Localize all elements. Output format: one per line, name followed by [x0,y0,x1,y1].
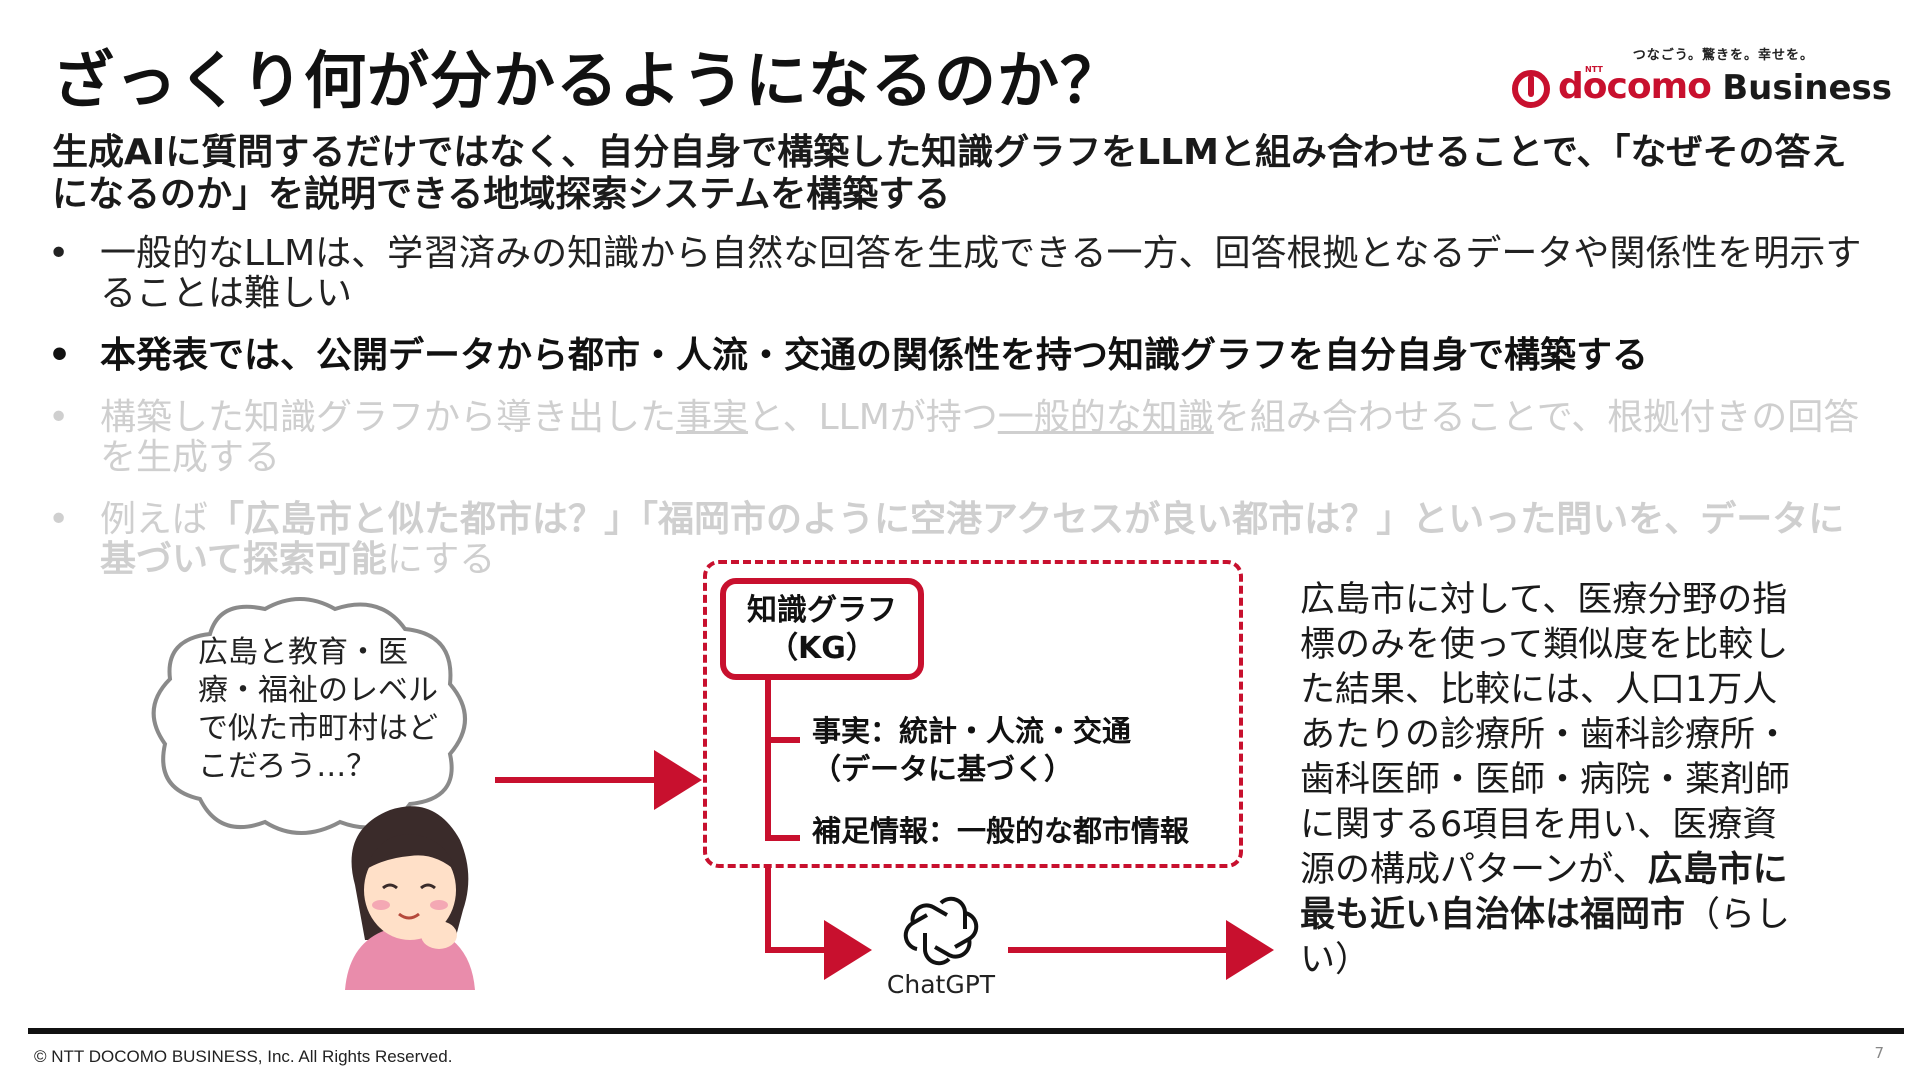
logo-ntt: NTT [1585,65,1603,74]
bullet-3: 構築した知識グラフから導き出した事実と、LLMが持つ一般的な知識を組み合わせるこ… [48,398,1878,478]
result-highlight: 広島市に最も近い自治体は福岡市 [1300,850,1788,935]
docomo-mark-icon [1512,70,1550,108]
logo-business: Business [1722,68,1892,108]
logo-brand: docomo [1558,66,1712,107]
chatgpt-logo-icon [903,896,979,966]
kg-fact: 事実：統計・人流・交通 （データに基づく） [812,712,1131,788]
kg-fact-line2: （データに基づく） [812,752,1074,786]
bullet-3-part3: を組み合わせることで、根拠付きの回答を生成する [100,397,1860,478]
kg-box: 知識グラフ （KG） [720,578,924,680]
result-tail: （らしい） [1300,895,1791,980]
kg-dashed-frame [703,560,1243,868]
kg-supplement: 補足情報：一般的な都市情報 [812,814,1190,848]
bullet-3-part2: と、LLMが持つ [748,397,998,438]
thought-bubble: 広島と教育・医療・福祉のレベルで似た市町村はどこだろう…？ [150,594,480,844]
bullet-4: 例えば「広島市と似た都市は？」「福岡市のように空港アクセスが良い都市は？」といっ… [48,500,1878,580]
kg-fact-line1: 事実：統計・人流・交通 [812,714,1132,748]
bullet-2: 本発表では、公開データから都市・人流・交通の関係性を持つ知識グラフを自分自身で構… [48,336,1878,377]
kg-abbr: （KG） [768,631,876,666]
bullet-3-part1: 構築した知識グラフから導き出した [100,397,677,438]
bullet-3-fact: 事実 [676,397,749,438]
thinking-woman-illustration [345,806,475,990]
lead-statement: 生成AIに質問するだけではなく、自分自身で構築した知識グラフをLLMと組み合わせ… [52,132,1847,215]
result-text: 広島市に対して、医療分野の指標のみを使って類似度を比較した結果、比較には、人口1… [1300,578,1800,983]
thought-text: 広島と教育・医療・福祉のレベルで似た市町村はどこだろう…？ [198,635,438,784]
chatgpt-label: ChatGPT [886,970,996,999]
bullet-4-part1: 例えば [100,499,209,540]
result-body: 広島市に対して、医療分野の指標のみを使って類似度を比較した結果、比較には、人口1… [1300,580,1791,890]
bullet-3-general-knowledge: 一般的な知識 [997,397,1214,438]
kg-title: 知識グラフ [747,593,897,628]
bullet-4-questions: 「広島市と似た都市は？」「福岡市のように空港アクセスが良い都市は？」といった問い… [100,499,1845,580]
logo-tagline: つなごう。驚きを。幸せを。 [1632,48,1814,63]
slide-title: ざっくり何が分かるようになるのか？ [52,44,1124,117]
bullet-1: 一般的なLLMは、学習済みの知識から自然な回答を生成できる一方、回答根拠となるデ… [48,234,1878,314]
thought-cloud-icon [151,597,467,835]
bullet-4-part2: にする [386,539,496,580]
kg-to-chatgpt-arrow [765,868,872,980]
docomo-business-logo: つなごう。驚きを。幸せを。 NTT docomo Business [1512,40,1892,110]
bullet-list: 一般的なLLMは、学習済みの知識から自然な回答を生成できる一方、回答根拠となるデ… [48,234,1878,602]
page-number: 7 [1874,1044,1884,1062]
copyright: © NTT DOCOMO BUSINESS, Inc. All Rights R… [34,1047,453,1066]
footer-divider [28,1028,1904,1034]
